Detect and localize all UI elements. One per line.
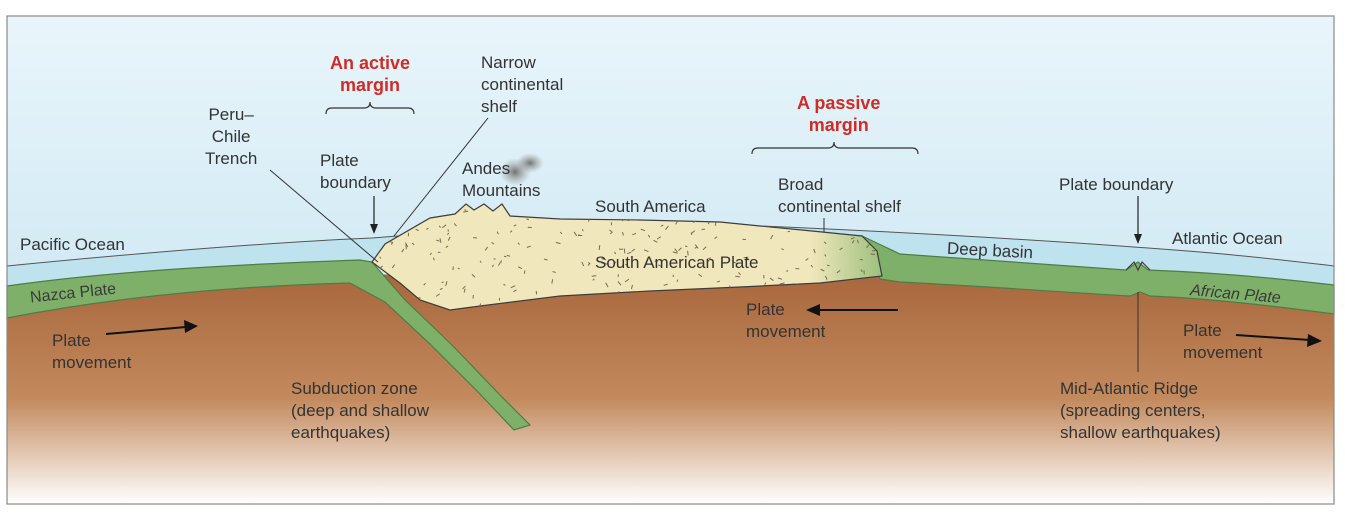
active-margin-line-1: An active [330, 52, 410, 74]
narrow-shelf-label: Narrow continental shelf [481, 52, 563, 118]
plate-movement-center-line-1: Plate [746, 299, 825, 321]
plate-boundary-right-label: Plate boundary [1059, 174, 1173, 196]
peru-chile-trench-label: Peru– Chile Trench [205, 104, 257, 170]
atlantic-ocean-label: Atlantic Ocean [1172, 228, 1283, 250]
plate-boundary-left-label: Plate boundary [320, 150, 391, 194]
passive-margin-line-2: margin [797, 114, 880, 136]
broad-shelf-line-2: continental shelf [778, 196, 901, 218]
active-margin-line-2: margin [330, 74, 410, 96]
ridge-line-2: (spreading centers, [1060, 400, 1221, 422]
texture-dash [419, 298, 421, 299]
texture-dash [501, 260, 502, 263]
texture-dash [781, 249, 784, 250]
subduction-line-3: earthquakes) [291, 422, 429, 444]
texture-dash [464, 210, 466, 211]
plate-boundary-left-line-1: Plate [320, 150, 391, 172]
subduction-zone-label: Subduction zone (deep and shallow earthq… [291, 378, 429, 444]
plate-movement-right-line-2: movement [1183, 342, 1262, 364]
texture-dash [434, 258, 435, 261]
passive-margin-line-1: A passive [797, 92, 880, 114]
plate-movement-right-label: Plate movement [1183, 320, 1262, 364]
plate-movement-center-line-2: movement [746, 321, 825, 343]
narrow-shelf-line-1: Narrow [481, 52, 563, 74]
broad-shelf-line-1: Broad [778, 174, 901, 196]
narrow-shelf-line-3: shelf [481, 96, 563, 118]
south-american-plate-label: South American Plate [595, 252, 758, 274]
andes-line-2: Mountains [462, 180, 540, 202]
plate-movement-left-line-1: Plate [52, 330, 131, 352]
andes-label: Andes Mountains [462, 158, 540, 202]
plate-movement-left-line-2: movement [52, 352, 131, 374]
texture-dash [599, 245, 600, 250]
texture-dash [578, 234, 579, 236]
subduction-line-2: (deep and shallow [291, 400, 429, 422]
active-margin-label: An active margin [330, 52, 410, 96]
plate-movement-left-label: Plate movement [52, 330, 131, 374]
trench-line-3: Trench [205, 148, 257, 170]
south-america-label: South America [595, 196, 706, 218]
subduction-line-1: Subduction zone [291, 378, 429, 400]
texture-dash [582, 229, 583, 231]
texture-dash [592, 276, 597, 277]
texture-dash [685, 246, 687, 247]
plate-boundary-left-line-2: boundary [320, 172, 391, 194]
texture-dash [458, 268, 460, 269]
plate-movement-right-line-1: Plate [1183, 320, 1262, 342]
trench-line-1: Peru– [205, 104, 257, 126]
texture-dash [715, 222, 716, 225]
mid-atlantic-ridge-label: Mid-Atlantic Ridge (spreading centers, s… [1060, 378, 1221, 444]
broad-shelf-label: Broad continental shelf [778, 174, 901, 218]
texture-dash [827, 265, 829, 266]
ridge-line-1: Mid-Atlantic Ridge [1060, 378, 1221, 400]
narrow-shelf-line-2: continental [481, 74, 563, 96]
andes-line-1: Andes [462, 158, 540, 180]
plate-movement-center-label: Plate movement [746, 299, 825, 343]
passive-margin-label: A passive margin [797, 92, 880, 136]
ridge-line-3: shallow earthquakes) [1060, 422, 1221, 444]
texture-dash [872, 250, 876, 251]
texture-dash [503, 284, 505, 285]
pacific-ocean-label: Pacific Ocean [20, 234, 125, 256]
texture-dash [858, 240, 859, 243]
texture-dash [677, 280, 678, 282]
trench-line-2: Chile [205, 126, 257, 148]
deep-basin-label: Deep basin [946, 238, 1033, 264]
